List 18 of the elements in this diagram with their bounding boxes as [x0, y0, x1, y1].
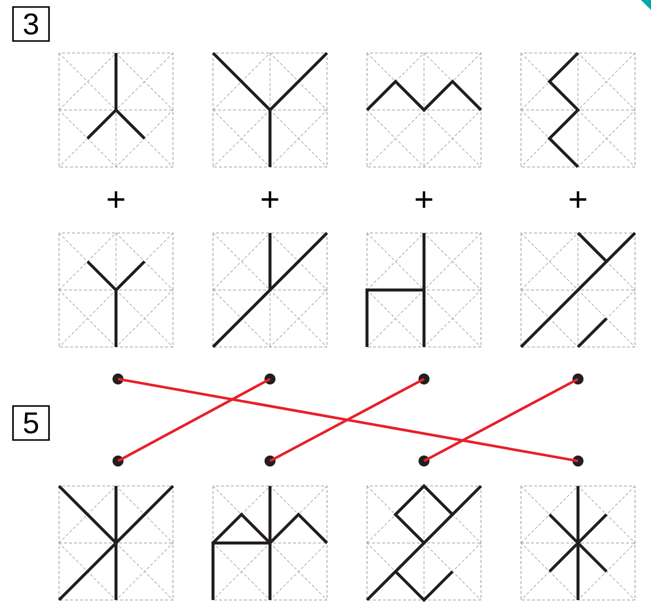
dot: [112, 374, 124, 384]
dot: [418, 456, 430, 466]
dot: [264, 374, 276, 384]
dot: [572, 374, 584, 384]
connecting-line: [118, 378, 578, 462]
plus-sign: +: [108, 191, 124, 208]
connecting-line: [423, 378, 579, 462]
dot: [572, 456, 584, 466]
plus-sign: +: [416, 191, 432, 208]
problem-number: 5: [12, 405, 50, 441]
dot: [418, 374, 430, 384]
connecting-line: [117, 378, 271, 462]
plus-sign: +: [570, 191, 586, 208]
dot: [264, 456, 276, 466]
connecting-line: [269, 378, 425, 462]
plus-sign: +: [262, 191, 278, 208]
dot: [112, 456, 124, 466]
problem-number: 3: [12, 6, 50, 42]
